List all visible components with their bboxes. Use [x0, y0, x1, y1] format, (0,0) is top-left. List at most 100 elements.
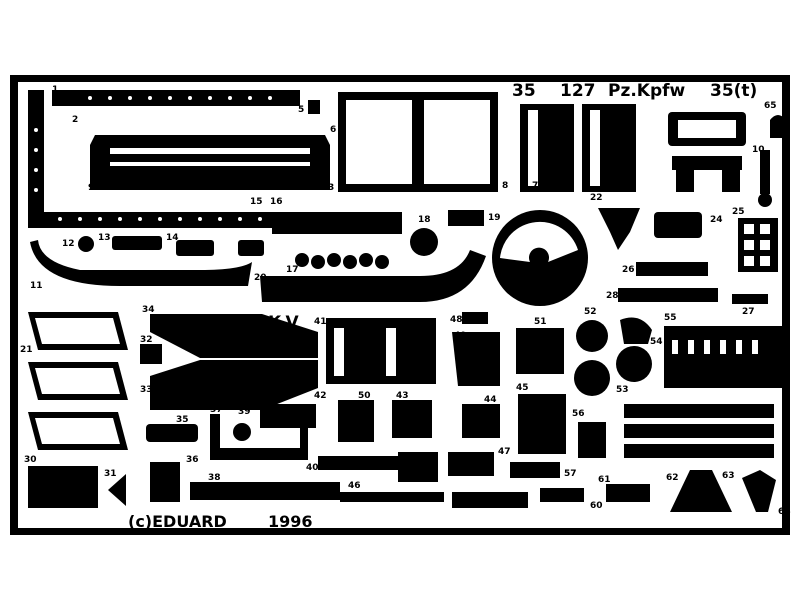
part-60: [540, 488, 584, 502]
label-21: 21: [20, 345, 33, 355]
model-variant: 35(t): [710, 81, 757, 101]
part-47: [448, 452, 494, 476]
label-15: 15: [250, 197, 263, 207]
copyright-text: (c)EDUARD: [128, 512, 227, 531]
label-7: 7: [532, 181, 538, 191]
label-26: 26: [622, 265, 635, 275]
label-53: 53: [616, 385, 629, 395]
label-16: 16: [270, 197, 283, 207]
label-61: 61: [598, 475, 611, 485]
part-52: [576, 320, 608, 352]
part-43b: [398, 452, 438, 482]
part-bar-59b: [624, 444, 774, 458]
part-43: [392, 400, 432, 438]
year-text: 1996: [268, 512, 313, 531]
part-64: [742, 470, 776, 512]
label-41: 41: [314, 317, 327, 327]
part-39: [233, 423, 251, 441]
label-58: 58: [640, 431, 653, 441]
part-strip-27: [732, 294, 768, 304]
part-46: [340, 492, 444, 502]
part-85: [238, 240, 264, 256]
part-48-strip: [452, 492, 528, 508]
label-50: 50: [358, 391, 371, 401]
part-chain-17: [295, 253, 389, 269]
part-21-small: [462, 312, 488, 324]
label-10: 10: [752, 145, 765, 155]
label-11: 11: [30, 281, 43, 291]
part-37-frame: [210, 412, 308, 460]
label-56: 56: [572, 409, 585, 419]
label-18: 18: [418, 215, 431, 225]
label-9: 9: [88, 183, 94, 193]
label-63: 63: [722, 471, 735, 481]
label-4: 4: [320, 183, 326, 193]
part-comb-55: [664, 326, 782, 388]
part-number-labels: 1 2 3 4 5 6 7 8 9 10 11 12 13 14 15 16 1…: [20, 85, 791, 517]
part-62: [670, 470, 732, 512]
label-32: 32: [140, 335, 153, 345]
label-55: 55: [664, 313, 677, 323]
part-18-wheel: [410, 228, 438, 256]
label-3: 3: [328, 183, 334, 193]
model-name: Pz.Kpfw: [608, 81, 686, 101]
fret-title: 35 127 Pz.Kpfw 35(t): [512, 81, 757, 101]
label-65: 65: [764, 101, 777, 111]
label-5: 5: [298, 105, 304, 115]
part-disc: [492, 210, 588, 306]
part-40: [318, 456, 398, 470]
part-56: [578, 422, 606, 458]
label-12: 12: [62, 239, 75, 249]
part-42: [260, 404, 316, 428]
label-64: 64: [778, 507, 791, 517]
part-small-5: [308, 100, 320, 114]
part-bar-58: [624, 404, 774, 418]
part-box-41: [326, 318, 436, 384]
part-51: [516, 328, 564, 374]
part-44: [462, 404, 500, 438]
label-22: 22: [590, 193, 603, 203]
part-shields-21: [28, 312, 128, 450]
part-plate-33: [150, 360, 318, 410]
part-13: [112, 236, 162, 250]
part-30: [28, 466, 98, 508]
part-31: [108, 474, 126, 506]
part-53b: [616, 346, 652, 382]
part-mudguard-11: [30, 240, 252, 286]
label-40: 40: [306, 463, 319, 473]
part-61: [606, 484, 650, 502]
part-clips: [672, 150, 772, 207]
label-57: 57: [564, 469, 577, 479]
part-19: [448, 210, 484, 226]
label-39: 39: [238, 407, 251, 417]
label-34: 34: [142, 305, 155, 315]
part-35: [146, 424, 198, 442]
label-36: 36: [186, 455, 199, 465]
label-51: 51: [534, 317, 547, 327]
part-grid-25: [738, 218, 778, 272]
part-49: [452, 332, 500, 386]
label-43: 43: [396, 391, 409, 401]
part-chain-16: [272, 212, 402, 234]
label-13: 13: [98, 233, 111, 243]
part-12: [78, 236, 94, 252]
label-54: 54: [650, 337, 663, 347]
label-49: 49: [454, 331, 467, 341]
label-37: 37: [210, 405, 223, 415]
part-doors: [338, 92, 498, 192]
part-22: [598, 208, 640, 250]
part-53a: [574, 360, 610, 396]
label-6: 6: [330, 125, 336, 135]
label-44: 44: [484, 395, 497, 405]
part-bar-59a: [624, 424, 774, 438]
label-45: 45: [516, 383, 529, 393]
set-number: 35: [512, 81, 536, 101]
part-32: [140, 344, 162, 364]
part-14: [176, 240, 214, 256]
part-37: [210, 414, 220, 456]
label-38: 38: [208, 473, 221, 483]
label-52: 52: [584, 307, 597, 317]
part-24: [654, 212, 702, 238]
label-19: 19: [488, 213, 501, 223]
label-48: 48: [450, 315, 463, 325]
